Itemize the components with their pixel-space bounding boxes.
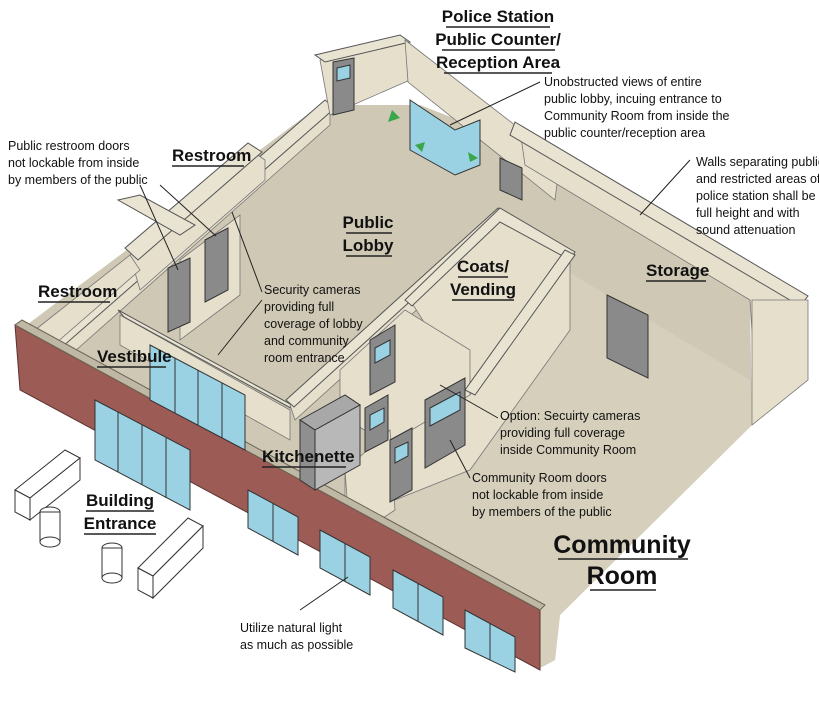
wall-restroom-top [124, 142, 263, 261]
note-line: Community Room from inside the [544, 109, 730, 123]
note-option-cameras: Option: Secuirty cameras providing full … [500, 409, 640, 457]
wall-community-top [464, 249, 576, 396]
planter-left [14, 449, 81, 522]
label-police-station: Police Station Public Counter/ Reception… [435, 7, 561, 74]
label-storage: Storage [646, 261, 709, 280]
note-line: Security cameras [264, 283, 361, 297]
note-line: not lockable from inside [472, 488, 603, 502]
note-line: by members of the public [472, 505, 612, 519]
note-walls-separating: Walls separating public and restricted a… [696, 155, 819, 237]
note-line: public counter/reception area [544, 126, 705, 140]
label-coats-line2: Vending [450, 280, 516, 299]
note-line: Walls separating public [696, 155, 819, 169]
label-lobby-line2: Lobby [343, 236, 395, 255]
restroom-door-2 [167, 257, 191, 333]
facade-top-ledge [14, 319, 546, 611]
planter-right [137, 517, 204, 600]
label-public-lobby: Public Lobby [342, 213, 395, 257]
police-back-door-window [336, 64, 351, 82]
note-line: room entrance [264, 351, 345, 365]
wall-police-right [404, 39, 561, 201]
label-coats-line1: Coats/ [457, 257, 509, 276]
note-community-doors: Community Room doors not lockable from i… [472, 471, 612, 519]
community-double-doors-window [429, 391, 461, 427]
wall-police-back-top [313, 34, 412, 63]
label-police-line3: Reception Area [436, 53, 561, 72]
label-restroom-top: Restroom [172, 146, 251, 165]
note-line: full height and with [696, 206, 800, 220]
storage-door [606, 294, 649, 379]
note-line: inside Community Room [500, 443, 636, 457]
note-line: providing full coverage [500, 426, 625, 440]
leader-lines [139, 81, 691, 611]
note-line: and community [264, 334, 350, 348]
label-restroom-left: Restroom [38, 282, 117, 301]
community-door-left [389, 427, 413, 503]
police-side-door [499, 157, 523, 201]
label-police-line1: Police Station [442, 7, 554, 26]
kitchen-door-window [369, 407, 385, 431]
label-community-room: Community Room [553, 531, 691, 591]
note-line: Unobstructed views of entire [544, 75, 702, 89]
bollard [101, 542, 123, 584]
note-restroom-doors: Public restroom doors not lockable from … [8, 139, 148, 187]
note-line: Option: Secuirty cameras [500, 409, 640, 423]
note-security-cameras: Security cameras providing full coverage… [264, 283, 363, 365]
reception-window [409, 99, 481, 176]
label-entrance-line1: Building [86, 491, 154, 510]
note-line: providing full [264, 300, 334, 314]
note-line: not lockable from inside [8, 156, 139, 170]
note-line: Utilize natural light [240, 621, 343, 635]
note-line: Community Room doors [472, 471, 607, 485]
note-line: police station shall be [696, 189, 816, 203]
wall-storage-end [751, 299, 809, 426]
view-arrow-icon [388, 110, 400, 122]
note-line: by members of the public [8, 173, 148, 187]
note-line: as much as possible [240, 638, 353, 652]
label-community-line2: Room [587, 562, 658, 590]
label-kitchenette: Kitchenette [262, 447, 355, 466]
note-line: Public restroom doors [8, 139, 130, 153]
view-arrow-icon [415, 142, 425, 152]
label-police-line2: Public Counter/ [435, 30, 561, 49]
label-entrance-line2: Entrance [84, 514, 157, 533]
label-coats-vending: Coats/ Vending [450, 257, 516, 301]
note-line: sound attenuation [696, 223, 795, 237]
restroom-door-1 [204, 227, 229, 303]
note-line: public lobby, incuing entrance to [544, 92, 722, 106]
label-lobby-line1: Public [342, 213, 393, 232]
view-arrow-icon [468, 152, 478, 162]
wall-restroom-top-2 [116, 194, 196, 236]
kitchen-counter [299, 394, 361, 491]
note-unobstructed-views: Unobstructed views of entire public lobb… [544, 75, 730, 140]
note-natural-light: Utilize natural light as much as possibl… [240, 621, 353, 652]
label-building-entrance: Building Entrance [84, 491, 157, 535]
label-community-line1: Community [553, 531, 691, 559]
note-line: coverage of lobby [264, 317, 363, 331]
note-line: and restricted areas of [696, 172, 819, 186]
facade-windows [94, 399, 516, 673]
bollard [39, 506, 61, 548]
community-door-left-window [394, 441, 409, 464]
coats-door-window [374, 339, 391, 364]
label-vestibule: Vestibule [97, 347, 172, 366]
